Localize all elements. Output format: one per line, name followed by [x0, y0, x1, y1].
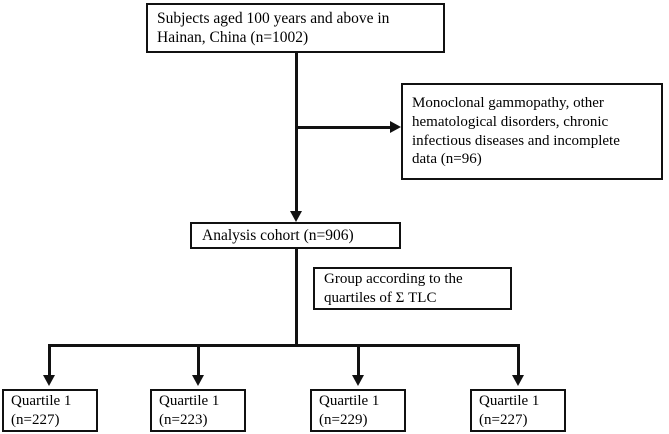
arrowhead-down-icon: [43, 375, 55, 386]
quartile-group-1-count: (n=227): [11, 411, 60, 428]
source-population-box: Subjects aged 100 years and above in Hai…: [146, 3, 445, 53]
grouping-rule-line-1: Group according to the: [324, 270, 463, 287]
grouping-rule-line-2: quartiles of Σ TLC: [324, 289, 437, 306]
connector-drop-quartile-3: [357, 344, 360, 377]
quartile-group-2-box: Quartile 1 (n=223): [150, 389, 246, 432]
analysis-cohort-box: Analysis cohort (n=906): [190, 222, 401, 249]
arrowhead-down-icon: [352, 375, 364, 386]
quartile-group-3-count: (n=229): [319, 411, 368, 428]
exclusion-criteria-box: Monoclonal gammopathy, other hematologic…: [401, 83, 663, 180]
grouping-rule-box: Group according to the quartiles of Σ TL…: [313, 267, 512, 310]
quartile-group-4-label: Quartile 1: [479, 392, 540, 409]
arrowhead-down-icon: [512, 375, 524, 386]
connector-branch-to-exclusion: [295, 126, 390, 129]
connector-drop-quartile-1: [48, 344, 51, 377]
quartile-group-2-count: (n=223): [159, 411, 208, 428]
quartile-group-3-label: Quartile 1: [319, 392, 380, 409]
source-population-line-2: Hainan, China (n=1002): [157, 29, 309, 46]
connector-drop-quartile-4: [517, 344, 520, 377]
quartile-group-1-box: Quartile 1 (n=227): [2, 389, 98, 432]
quartile-group-3-box: Quartile 1 (n=229): [310, 389, 406, 432]
arrowhead-down-icon: [192, 375, 204, 386]
connector-source-to-cohort: [295, 53, 298, 213]
quartile-group-2-label: Quartile 1: [159, 392, 220, 409]
connector-distribution-bus: [48, 344, 520, 347]
arrowhead-right-icon: [390, 121, 401, 133]
analysis-cohort-label: Analysis cohort (n=906): [202, 226, 354, 244]
connector-cohort-to-groups: [295, 249, 298, 345]
quartile-group-4-box: Quartile 1 (n=227): [470, 389, 566, 432]
quartile-group-1-label: Quartile 1: [11, 392, 72, 409]
exclusion-criteria-line-1: Monoclonal gammopathy, other: [412, 95, 604, 112]
quartile-group-4-count: (n=227): [479, 411, 528, 428]
arrowhead-down-icon: [290, 211, 302, 222]
exclusion-criteria-line-2: hematological disorders, chronic: [412, 113, 609, 130]
exclusion-criteria-line-3: infectious diseases and incomplete: [412, 132, 620, 149]
exclusion-criteria-line-4: data (n=96): [412, 151, 482, 168]
connector-drop-quartile-2: [197, 344, 200, 377]
source-population-line-1: Subjects aged 100 years and above in: [157, 9, 390, 27]
